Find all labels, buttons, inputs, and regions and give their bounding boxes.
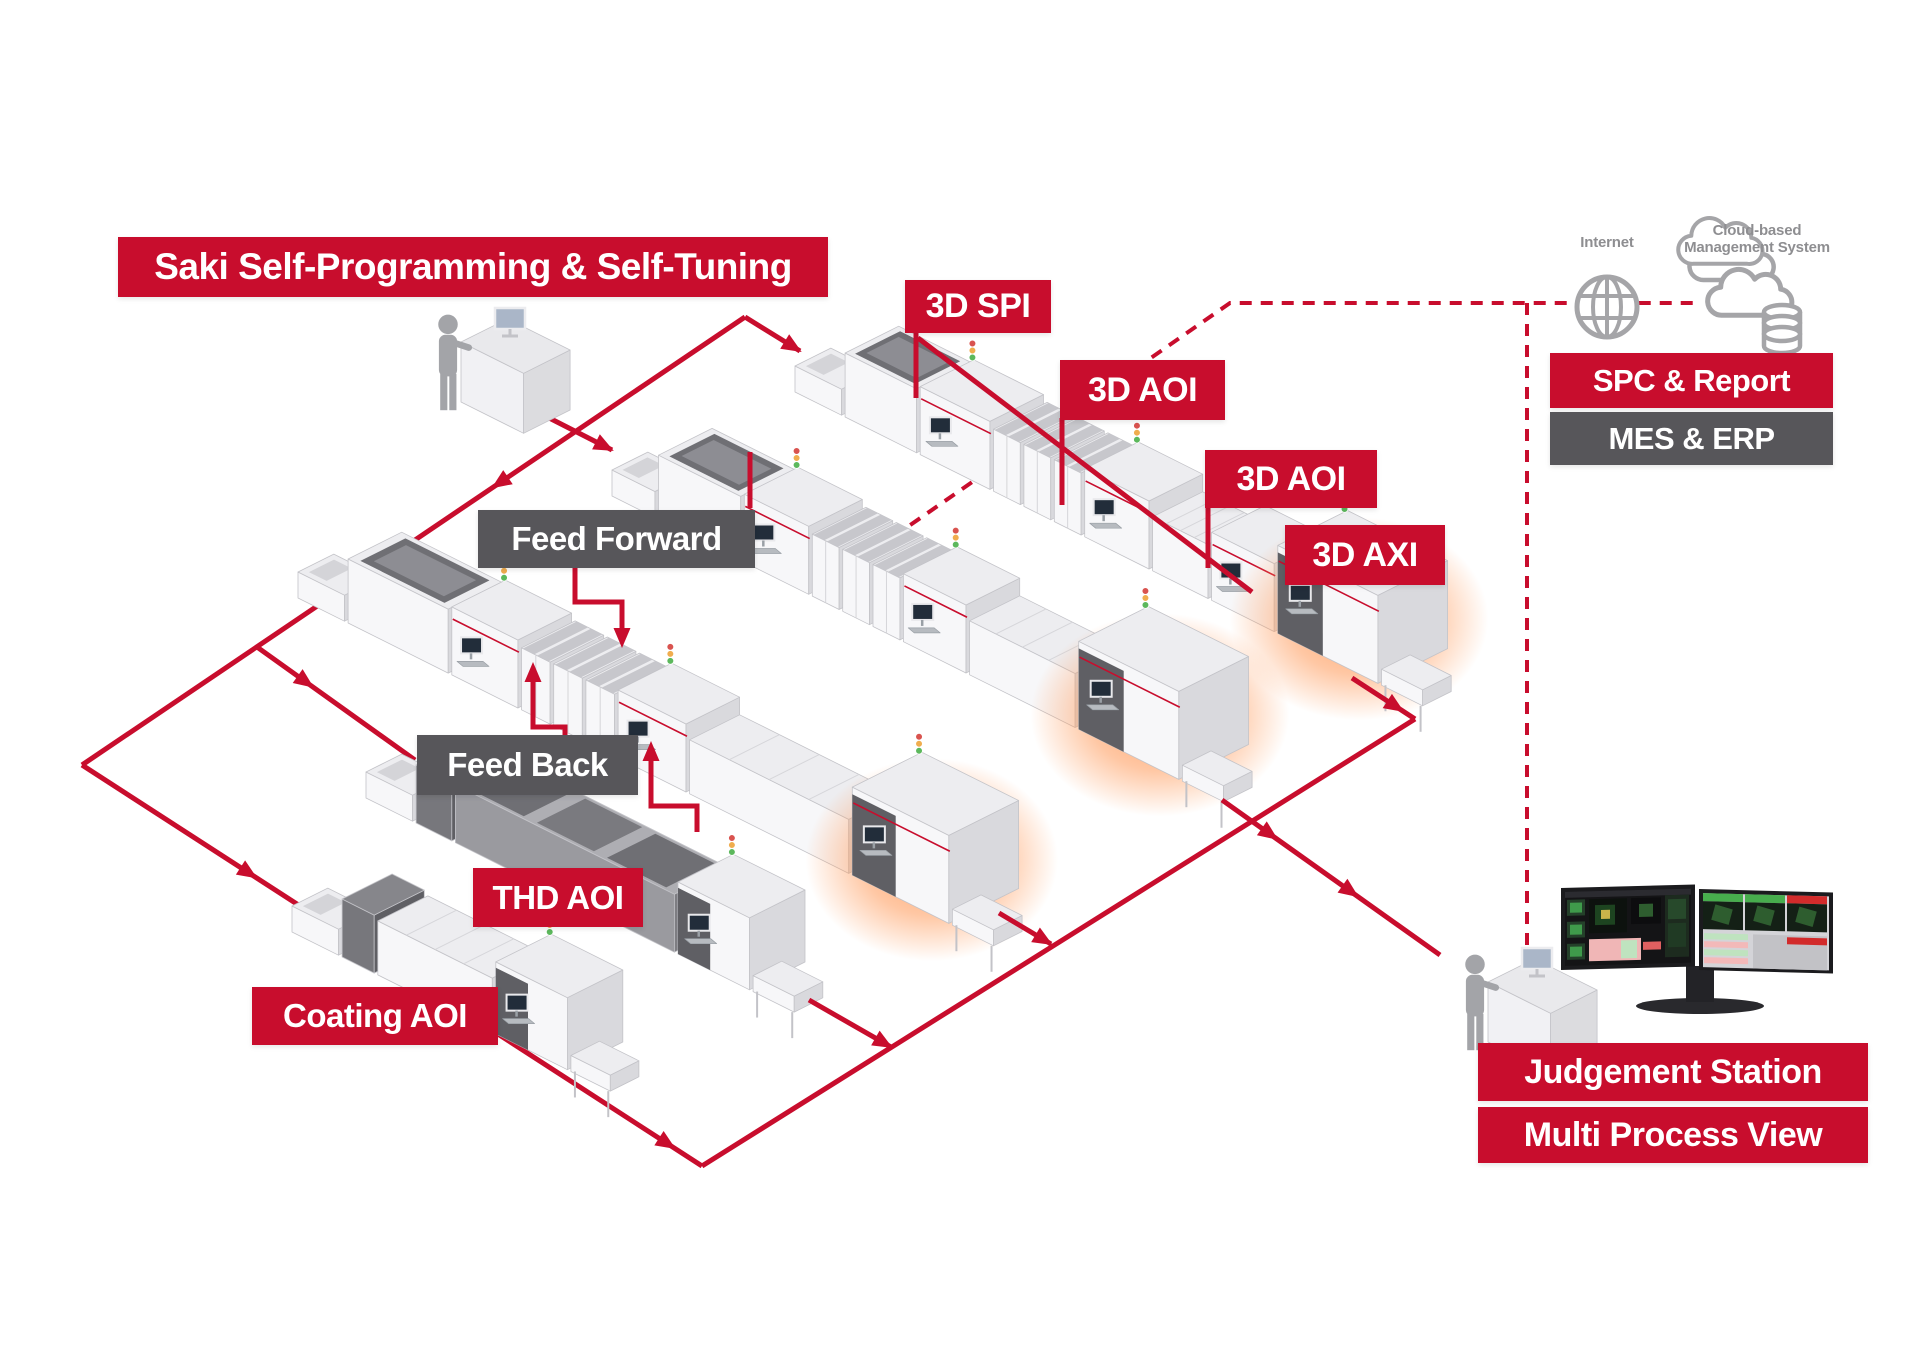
title-text: Saki Self-Programming & Self-Tuning (154, 246, 792, 287)
title-banner: Saki Self-Programming & Self-Tuning (118, 237, 828, 297)
label-internet: Internet (1558, 234, 1656, 251)
machine-coataoi (677, 834, 806, 991)
label-feed-back-text: Feed Back (447, 746, 608, 783)
banner-spc-report-text: SPC & Report (1592, 362, 1791, 398)
banner-mes-erp: MES & ERP (1550, 412, 1833, 465)
flow-lines-over (524, 333, 1442, 1169)
label-feed-back: Feed Back (417, 735, 638, 795)
label-thd-aoi: THD AOI (473, 868, 643, 927)
database-cylinder-icon (1761, 302, 1803, 356)
production-line-2 (611, 427, 1290, 828)
banner-judgement-station: Judgement Station (1478, 1043, 1868, 1101)
label-3d-aoi-2: 3D AOI (1205, 450, 1377, 508)
banner-multi-process-view-text: Multi Process View (1523, 1115, 1823, 1154)
machine-conv (752, 960, 824, 1039)
banner-judgement-station-text: Judgement Station (1524, 1052, 1822, 1091)
internet-globe-icon (1574, 274, 1640, 340)
label-cloud-management: Cloud-based Management System (1662, 222, 1852, 257)
label-feed-forward: Feed Forward (478, 510, 755, 568)
machine-aoi (617, 643, 740, 793)
banner-spc-report: SPC & Report (1550, 353, 1833, 408)
label-3d-spi-text: 3D SPI (925, 287, 1031, 325)
machine-conv (1381, 654, 1452, 732)
machine-coataoi (495, 914, 624, 1071)
monitor-screen (1699, 889, 1833, 974)
machine-bigaoi (805, 732, 1058, 962)
machine-conv (570, 1040, 640, 1118)
label-3d-aoi-1: 3D AOI (1060, 360, 1225, 420)
cloud-database-icon (1676, 216, 1803, 356)
label-internet-text: Internet (1580, 234, 1634, 251)
label-coating-aoi-text: Coating AOI (283, 997, 467, 1034)
label-3d-spi: 3D SPI (905, 280, 1051, 333)
monitor-screen (1561, 884, 1695, 970)
person-silhouette (438, 314, 473, 411)
dual-monitor-icon (1561, 884, 1833, 1014)
label-3d-aoi-2-text: 3D AOI (1236, 459, 1346, 498)
label-coating-aoi: Coating AOI (252, 987, 498, 1045)
machine-conv (1182, 750, 1253, 828)
label-feed-forward-text: Feed Forward (511, 520, 722, 557)
person-silhouette (1465, 954, 1500, 1051)
label-3d-axi: 3D AXI (1285, 525, 1445, 585)
label-3d-aoi-1-text: 3D AOI (1087, 370, 1198, 409)
production-line-3 (297, 531, 1058, 972)
label-cloud-line1: Cloud-based (1712, 222, 1802, 239)
machine-conv (952, 894, 1023, 972)
banner-multi-process-view: Multi Process View (1478, 1107, 1868, 1163)
label-3d-axi-text: 3D AXI (1312, 535, 1418, 574)
label-thd-aoi-text: THD AOI (492, 878, 624, 916)
operator-at-desk-icon (438, 306, 571, 434)
label-cloud-line2: Management System (1684, 239, 1830, 257)
banner-mes-erp-text: MES & ERP (1608, 420, 1775, 456)
